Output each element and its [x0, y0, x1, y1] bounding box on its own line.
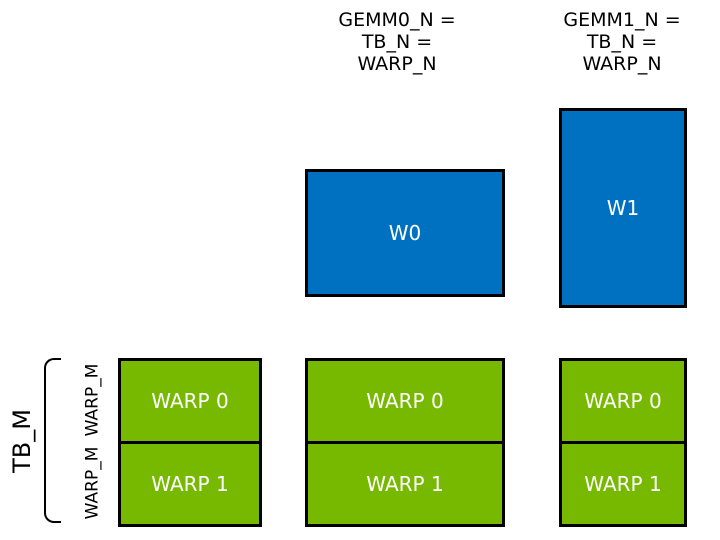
- warp1-box-col0: WARP 1: [118, 441, 262, 527]
- gemm0-n-label-line2: TB_N =: [361, 31, 433, 53]
- warp-m-label-top: WARP_M: [76, 358, 108, 442]
- warp-m-label-bottom: WARP_M: [76, 441, 108, 525]
- warp0-box-col1: WARP 0: [305, 358, 505, 444]
- warp1-label-col2: WARP 1: [584, 472, 662, 496]
- gemm1-n-label-line1: GEMM1_N =: [563, 9, 681, 31]
- w0-tile-box: W0: [305, 169, 505, 297]
- tb-m-label-text: TB_M: [8, 408, 36, 473]
- gemm1-n-label: GEMM1_N = TB_N = WARP_N: [522, 9, 720, 75]
- w1-tile-box: W1: [559, 108, 687, 308]
- warp-column-1: WARP 0 WARP 1: [305, 358, 505, 527]
- warp-column-0: WARP 0 WARP 1: [118, 358, 262, 527]
- gemm0-n-label-line3: WARP_N: [357, 53, 437, 75]
- w1-tile-label: W1: [606, 196, 640, 220]
- w0-tile-label: W0: [388, 221, 422, 245]
- tb-m-axis-label: TB_M: [0, 358, 44, 523]
- warp1-box-col1: WARP 1: [305, 441, 505, 527]
- tb-m-bracket: [44, 358, 61, 523]
- gemm0-n-label-line1: GEMM0_N =: [338, 9, 456, 31]
- warp0-label-col1: WARP 0: [366, 389, 444, 413]
- gemm1-n-label-line3: WARP_N: [582, 53, 662, 75]
- gemm1-n-label-line2: TB_N =: [586, 31, 658, 53]
- warp0-label-col0: WARP 0: [151, 389, 229, 413]
- warp1-label-col1: WARP 1: [366, 472, 444, 496]
- warp-m-label-bottom-text: WARP_M: [82, 446, 102, 520]
- warp-m-label-top-text: WARP_M: [82, 363, 102, 437]
- warp0-box-col0: WARP 0: [118, 358, 262, 444]
- warp0-label-col2: WARP 0: [584, 389, 662, 413]
- warp1-label-col0: WARP 1: [151, 472, 229, 496]
- warp0-box-col2: WARP 0: [559, 358, 687, 444]
- gemm0-n-label: GEMM0_N = TB_N = WARP_N: [297, 9, 497, 75]
- warp1-box-col2: WARP 1: [559, 441, 687, 527]
- warp-column-2: WARP 0 WARP 1: [559, 358, 687, 527]
